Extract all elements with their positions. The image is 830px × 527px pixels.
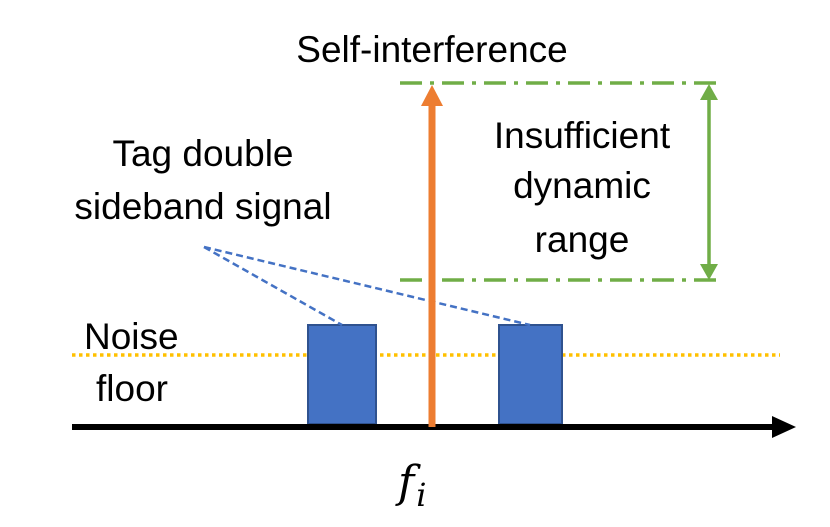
- dynamic-range-label-line3: range: [535, 219, 630, 260]
- noise-floor-label-line2: floor: [96, 368, 168, 409]
- lower-sideband-rect: [307, 324, 377, 425]
- dynamic-range-label-line2: dynamic: [513, 165, 651, 206]
- callout-line-upper: [203, 245, 531, 327]
- tag-signal-label-line1: Tag double: [112, 133, 293, 174]
- tag-signal-label-line2: sideband signal: [74, 186, 331, 227]
- upper-sideband-rect: [498, 324, 563, 425]
- self-interference-label: Self-interference: [296, 29, 567, 70]
- dynamic-range-arrow: [700, 84, 718, 280]
- self-interference-arrow: [421, 85, 443, 427]
- noise-floor-label-line1: Noise: [84, 316, 179, 357]
- frequency-label: fi: [395, 457, 427, 514]
- callout-line-lower: [203, 245, 343, 327]
- frequency-axis-arrowhead: [772, 416, 796, 438]
- dynamic-range-label-line1: Insufficient: [494, 115, 671, 156]
